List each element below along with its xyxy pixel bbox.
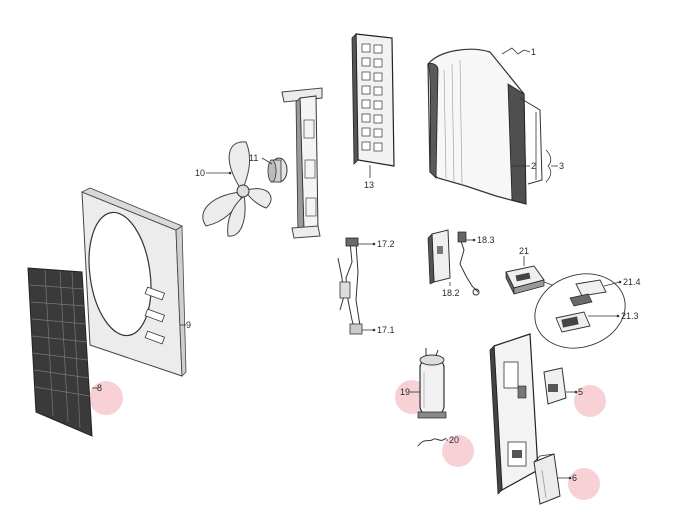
label-21-4: 21.4: [623, 277, 641, 287]
highlight-marker-6: [568, 468, 600, 500]
label-2: 2: [531, 161, 536, 171]
label-10: 10: [195, 168, 205, 178]
label-13: 13: [364, 180, 374, 190]
highlight-marker-8: [89, 381, 123, 415]
label-1: 1: [531, 47, 536, 57]
label-21-3: 21.3: [621, 311, 639, 321]
compressor-part: [417, 348, 447, 419]
label-21: 21: [519, 246, 529, 256]
front-grille-part: [27, 267, 93, 437]
partition-panel-part: [351, 33, 395, 167]
label-6: 6: [572, 473, 577, 483]
label-19: 19: [400, 387, 410, 397]
label-20: 20: [449, 435, 459, 445]
pcb-detail-part: [534, 273, 626, 349]
label-17-2: 17.2: [377, 239, 395, 249]
label-9: 9: [186, 320, 191, 330]
fan-motor-part: [267, 157, 288, 183]
label-18-2: 18.2: [442, 288, 460, 298]
label-5: 5: [578, 387, 583, 397]
service-valve-part: [427, 229, 480, 296]
label-17-1: 17.1: [377, 325, 395, 335]
label-8: 8: [97, 383, 102, 393]
electrical-box-part: [505, 265, 545, 295]
label-11: 11: [249, 153, 258, 163]
pipe-part: [417, 437, 447, 447]
valve-assembly-part: [337, 237, 363, 335]
valve-cover-top-part: [543, 367, 567, 405]
condenser-coil-part: [427, 48, 543, 205]
fan-blade-part: [202, 141, 272, 237]
motor-bracket-part: [281, 87, 323, 239]
front-panel-part: [81, 187, 187, 377]
label-18-3: 18.3: [477, 235, 495, 245]
highlight-marker-20: [442, 435, 474, 467]
label-3: 3: [559, 161, 564, 171]
valve-cover-bottom-part: [533, 453, 561, 505]
highlight-marker-5: [574, 385, 606, 417]
right-side-panel-part: [489, 333, 539, 495]
